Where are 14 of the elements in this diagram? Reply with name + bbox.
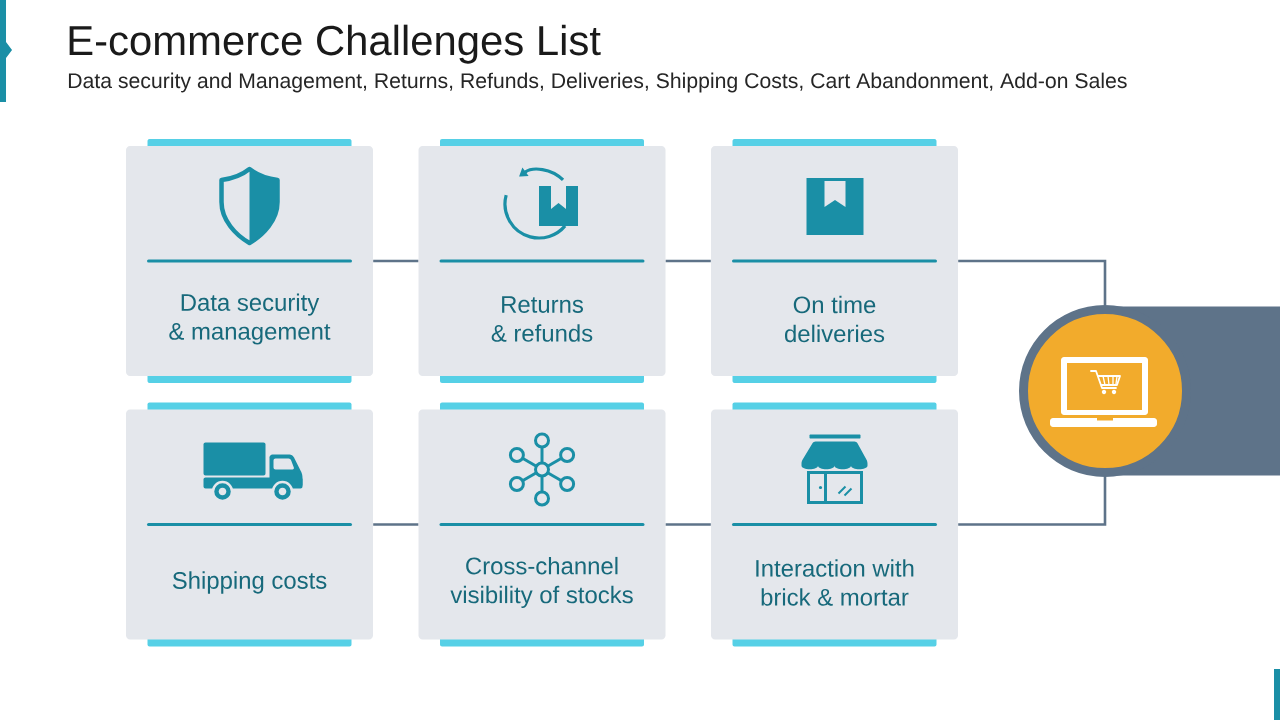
connector-line	[665, 259, 711, 263]
connector-line	[958, 259, 1107, 305]
title: E-commerce Challenges List	[69, 24, 601, 64]
connector-line	[373, 523, 419, 526]
connector-line	[958, 477, 1107, 526]
connector-line	[665, 523, 711, 526]
card: Cross-channel visibility of stocks	[418, 409, 666, 640]
connector-line	[373, 259, 419, 263]
card: Shipping costs	[126, 409, 373, 640]
subtitle: Data security and Management, Returns, Refunds, Deliveries, Shipping Costs, Cart Abandonment, Add-on Sales	[68, 72, 1127, 93]
card: Interaction with brick & mortar	[711, 409, 958, 640]
card: Returns & refunds	[418, 146, 666, 376]
card: On time deliveries	[711, 146, 958, 376]
card: Data security & management	[126, 146, 373, 376]
